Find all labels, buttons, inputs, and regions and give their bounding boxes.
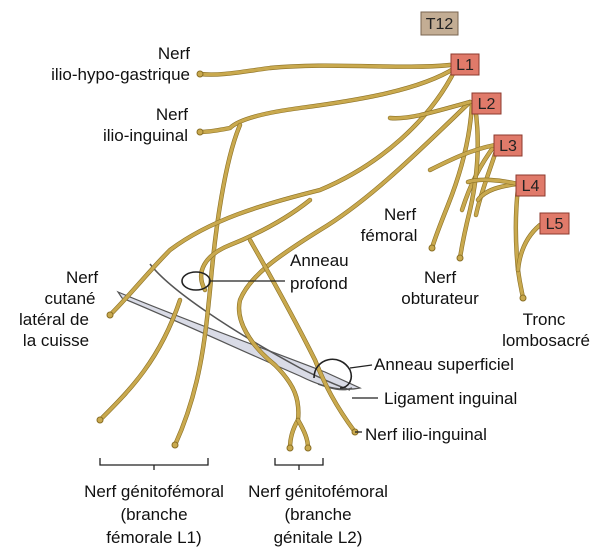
label-genitofemoral-femoral-line1: Nerf génitofémoral (84, 482, 224, 501)
root-l4: L4 (516, 175, 545, 196)
label-ilio-hypogastric-line1: Nerf (158, 44, 190, 63)
label-femoral-line2: fémoral (361, 226, 418, 245)
label-anneau-profond-line2: profond (290, 274, 348, 293)
label-tronc-line2: lombosacré (502, 331, 590, 350)
root-l1: L1 (451, 54, 479, 75)
label-cutane-line2: cutané (44, 289, 95, 308)
label-genitofemoral-genital-line1: Nerf génitofémoral (248, 482, 388, 501)
label-genitofemoral-genital-line2: (branche (284, 505, 351, 524)
svg-text:L3: L3 (499, 138, 517, 155)
svg-text:L5: L5 (546, 216, 564, 233)
label-cutane-line1: Nerf (66, 268, 98, 287)
label-obturateur-line1: Nerf (424, 268, 456, 287)
root-l5: L5 (540, 213, 569, 234)
svg-text:L1: L1 (456, 57, 474, 74)
root-boxes: T12 L1 L2 L3 L4 L5 (421, 12, 569, 234)
label-tronc-line1: Tronc (523, 310, 566, 329)
label-genitofemoral-genital-line3: génitale L2) (274, 528, 363, 547)
label-nerf-ilio-inguinal-bottom: Nerf ilio-inguinal (365, 425, 487, 444)
svg-text:L2: L2 (478, 96, 496, 113)
root-t12: T12 (421, 12, 458, 35)
svg-text:T12: T12 (426, 16, 454, 33)
label-ilio-inguinal-line2: ilio-inguinal (103, 126, 188, 145)
label-anneau-superficiel: Anneau superficiel (374, 355, 514, 374)
root-l3: L3 (494, 135, 522, 156)
label-obturateur-line2: obturateur (401, 289, 479, 308)
label-anneau-profond-line1: Anneau (290, 251, 349, 270)
label-cutane-line3: latéral de (19, 310, 89, 329)
root-l2: L2 (472, 93, 501, 114)
label-ilio-inguinal-line1: Nerf (156, 105, 188, 124)
label-femoral-line1: Nerf (384, 205, 416, 224)
label-genitofemoral-femoral-line3: fémorale L1) (106, 528, 201, 547)
deep-ring-marker (182, 272, 210, 290)
label-cutane-line4: la cuisse (23, 331, 89, 350)
label-genitofemoral-femoral-line2: (branche (120, 505, 187, 524)
label-ligament-inguinal: Ligament inguinal (384, 389, 517, 408)
label-ilio-hypogastric-line2: ilio-hypo-gastrique (51, 65, 190, 84)
labels: Nerf ilio-hypo-gastrique Nerf ilio-ingui… (19, 44, 590, 547)
svg-text:L4: L4 (522, 178, 540, 195)
